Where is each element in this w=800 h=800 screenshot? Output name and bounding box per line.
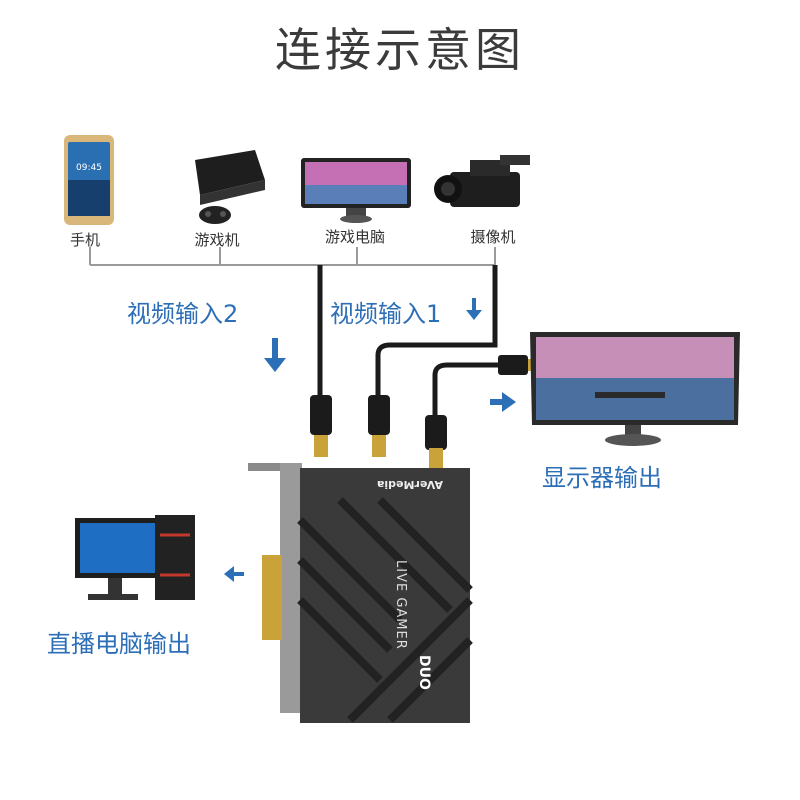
camcorder-icon	[434, 155, 530, 207]
hdmi-plug-3	[425, 415, 447, 468]
device-label-camera: 摄像机	[470, 228, 516, 246]
game-console-icon	[195, 150, 265, 224]
hdmi-plug-1	[310, 395, 332, 457]
capture-card	[248, 463, 473, 723]
device-label-pc: 游戏电脑	[324, 228, 385, 246]
gaming-pc-icon	[301, 158, 411, 223]
card-model-line2: DUO	[416, 655, 432, 690]
arrow-down-video-1-icon	[466, 298, 482, 320]
card-model-line1: LIVE GAMER	[393, 560, 408, 650]
diagram-title: 连接示意图	[275, 23, 525, 77]
monitor-icon	[530, 332, 740, 446]
arrow-left-pc-icon	[224, 566, 244, 582]
device-bus-lines	[89, 247, 496, 266]
device-label-phone: 手机	[69, 231, 100, 249]
label-monitor-output: 显示器输出	[542, 464, 662, 492]
arrow-down-video-2-icon	[264, 338, 286, 372]
phone-icon: 09:45	[64, 135, 114, 225]
label-stream-pc-output: 直播电脑输出	[47, 630, 191, 658]
arrow-right-monitor-icon	[490, 392, 516, 412]
label-video-input-1: 视频输入1	[330, 300, 442, 328]
hdmi-plug-2	[368, 395, 390, 457]
streaming-pc-icon	[75, 515, 195, 600]
svg-text:09:45: 09:45	[76, 163, 102, 173]
device-label-console: 游戏机	[194, 231, 240, 249]
hdmi-cables	[317, 265, 500, 415]
label-video-input-2: 视频输入2	[127, 300, 239, 328]
card-brand: AVerMedia	[376, 478, 444, 491]
